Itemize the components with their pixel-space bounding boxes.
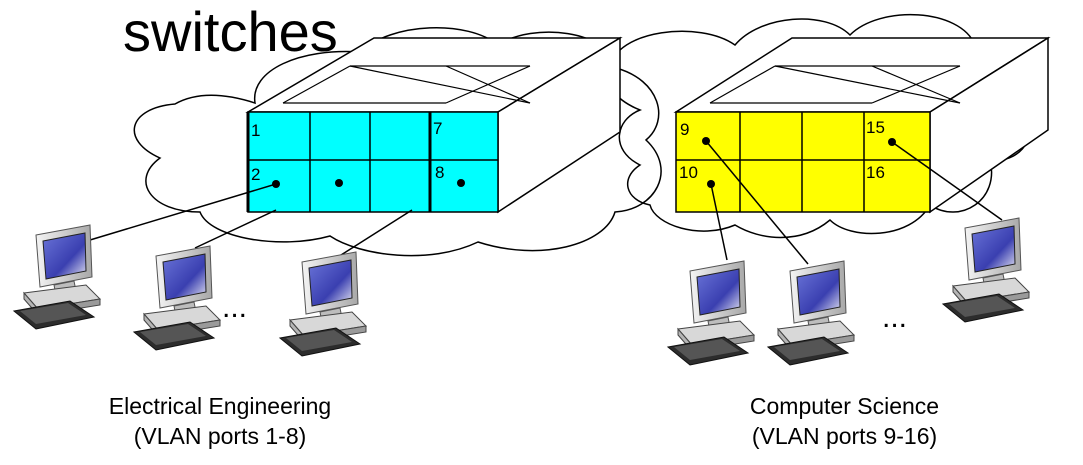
cs-port-label-16: 16 — [866, 163, 885, 182]
ee-caption: Electrical Engineering (VLAN ports 1-8) — [95, 391, 345, 451]
cs-port-label-10: 10 — [679, 163, 698, 182]
ee-port-dot — [335, 179, 343, 187]
cables — [89, 140, 1003, 265]
cs-group-subtitle: (VLAN ports 9-16) — [751, 423, 938, 449]
cs-computer-1-icon — [667, 260, 755, 366]
cs-caption: Computer Science (VLAN ports 9-16) — [722, 391, 967, 451]
ee-port-label-2: 2 — [251, 165, 260, 184]
cs-port-label-9: 9 — [680, 120, 689, 139]
ee-ellipsis: ... — [222, 291, 247, 324]
cs-group-name: Computer Science — [749, 393, 940, 419]
ee-computer-1-icon — [13, 224, 101, 330]
ee-port-label-7: 7 — [433, 119, 442, 138]
cs-switch-front — [675, 111, 931, 213]
ee-computer-3-icon — [279, 251, 367, 357]
ee-group-name: Electrical Engineering — [108, 393, 332, 419]
ee-port-label-1: 1 — [251, 121, 260, 140]
cs-port-label-15: 15 — [866, 118, 885, 137]
cs-ellipsis: ... — [882, 301, 907, 334]
diagram-title: switches — [123, 0, 338, 63]
ee-switch: 1 7 2 8 — [245, 36, 623, 214]
cs-switch: 9 15 10 16 — [673, 36, 1051, 214]
ee-cloud — [133, 26, 662, 257]
ee-computer-2-icon — [133, 245, 221, 351]
cs-computer-3-icon — [942, 217, 1030, 323]
cs-computer-2-icon — [767, 260, 855, 366]
ee-switch-front — [247, 111, 499, 213]
ee-port-label-8: 8 — [435, 163, 444, 182]
ee-group-subtitle: (VLAN ports 1-8) — [133, 423, 307, 449]
ee-port-dot — [457, 179, 465, 187]
cs-cloud — [606, 13, 1032, 239]
